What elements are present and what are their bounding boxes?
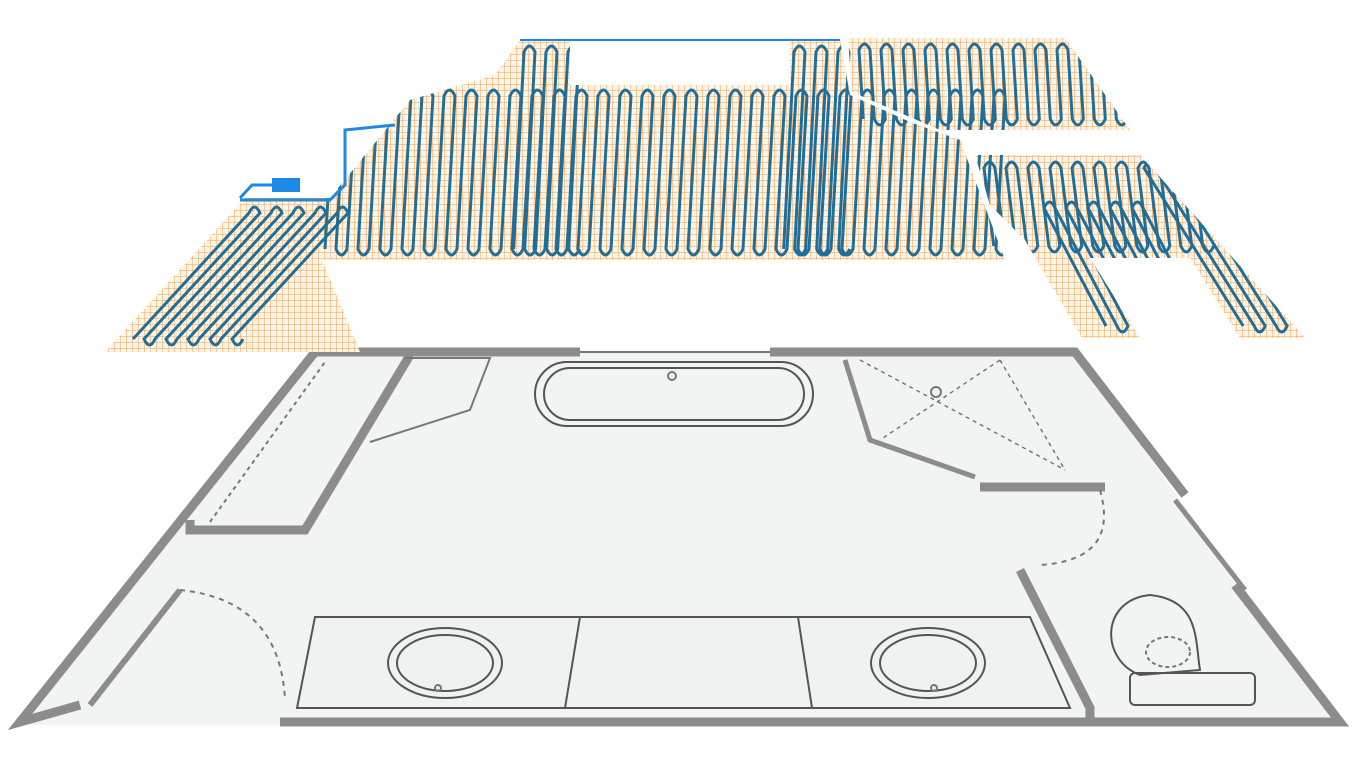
thermostat-connector	[238, 39, 840, 202]
wall-wc	[1015, 567, 1095, 720]
heating-cable	[1042, 200, 1218, 334]
wall-outer	[7, 347, 580, 731]
heating-cable	[323, 88, 1009, 257]
wall-closet	[185, 352, 414, 535]
heating-cable	[131, 205, 350, 347]
sink-left	[387, 627, 503, 699]
shower-screen	[842, 359, 976, 480]
shower-drain	[930, 386, 942, 398]
bathtub	[534, 361, 814, 427]
floor-plan	[7, 347, 1350, 731]
heating-mat	[105, 38, 1305, 352]
toilet	[1110, 593, 1202, 677]
sink-right	[870, 627, 986, 699]
heating-cable	[857, 42, 1151, 127]
